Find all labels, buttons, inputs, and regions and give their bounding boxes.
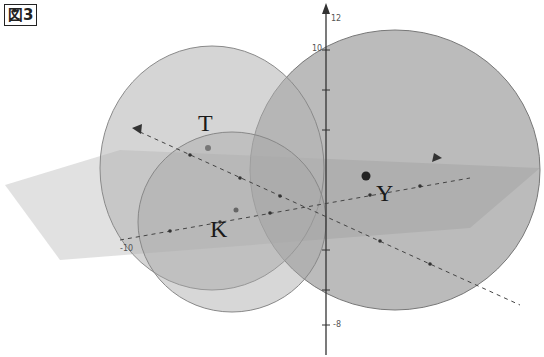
axis-tick: -8 — [333, 320, 341, 329]
axis-tick: -10 — [120, 244, 133, 253]
point-label: Y — [376, 180, 393, 207]
figure-number: 図3 — [4, 4, 37, 26]
axis-tick: 10 — [312, 44, 322, 53]
point-label: T — [198, 110, 213, 137]
axis-tick: 12 — [331, 14, 341, 23]
point-label: K — [210, 216, 227, 243]
